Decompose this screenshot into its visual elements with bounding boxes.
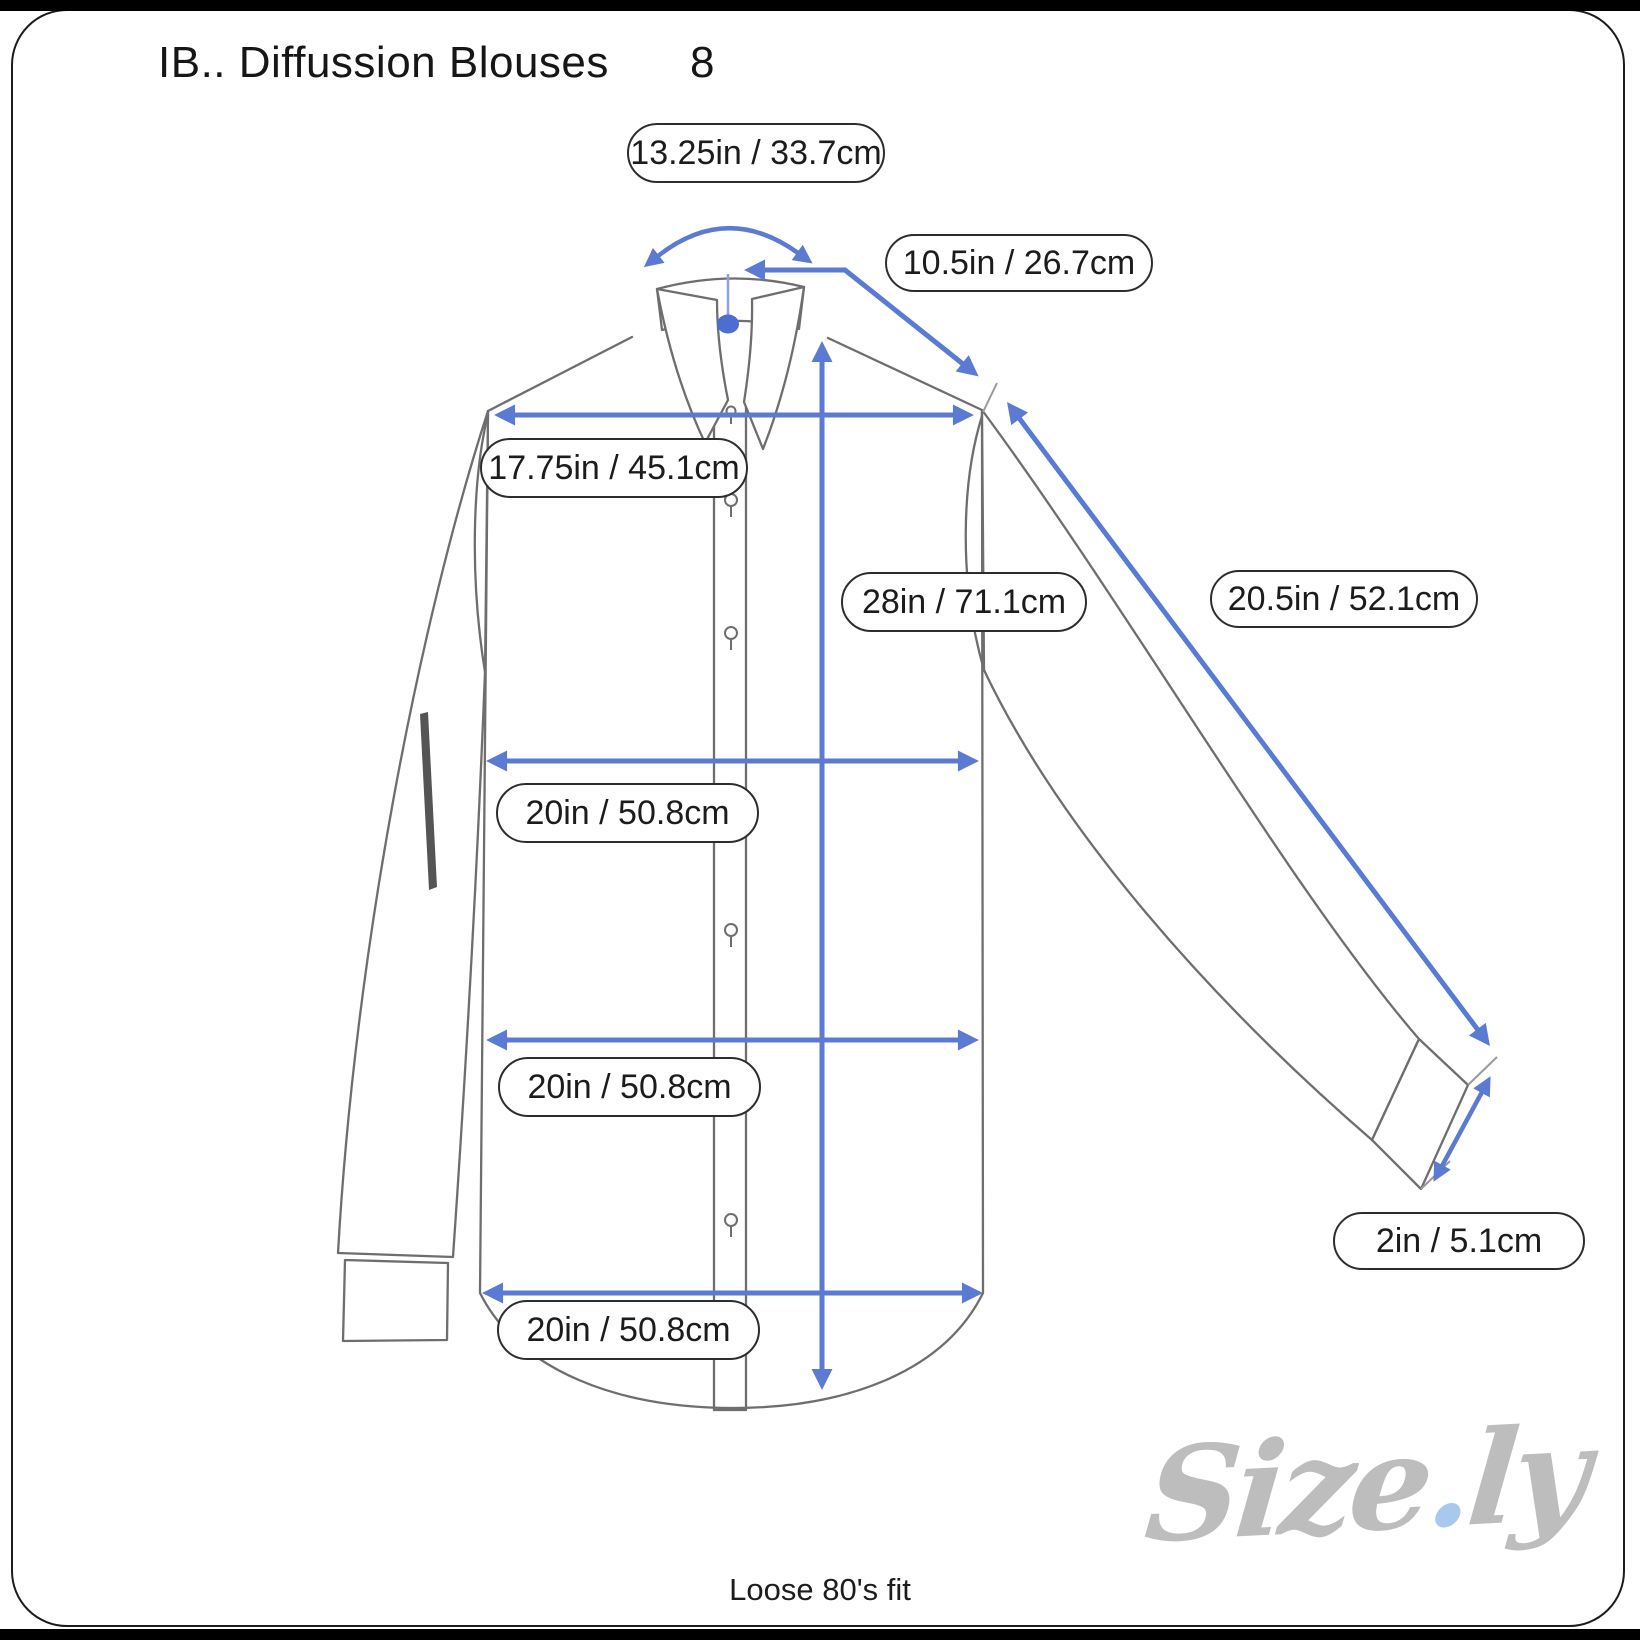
collar-arc-arrow	[643, 226, 813, 268]
measurement-arrows	[482, 226, 1491, 1390]
page-title: IB.. Diffussion Blouses 8	[158, 38, 714, 88]
measurement-label-cuff: 2in / 5.1cm	[1333, 1212, 1585, 1270]
bottom-letterbox-bar	[0, 1629, 1640, 1640]
top-letterbox-bar	[0, 0, 1640, 11]
measurement-label-body-length: 28in / 71.1cm	[841, 572, 1087, 632]
left-sleeve	[336, 409, 490, 1259]
size-number: 8	[690, 38, 715, 87]
fit-note: Loose 80's fit	[729, 1572, 911, 1607]
placket-buttons	[724, 405, 738, 1237]
brand-title: IB.. Diffussion Blouses	[158, 38, 609, 87]
left-cuff	[341, 1258, 450, 1343]
left-armhole-seam	[473, 412, 490, 674]
watermark-suffix: ly	[1461, 1396, 1592, 1556]
sleeve-fold-mark	[420, 712, 437, 890]
measurement-label-chest-width: 20in / 50.8cm	[496, 783, 759, 843]
collar-point-dot	[717, 314, 739, 334]
rounded-border-frame	[11, 9, 1625, 1627]
sizely-watermark: Size.ly	[1140, 1397, 1591, 1573]
measurement-label-waist-width: 20in / 50.8cm	[498, 1057, 761, 1117]
measurement-label-shoulder-to-collar: 10.5in / 26.7cm	[885, 234, 1153, 292]
measurement-label-sleeve-length: 20.5in / 52.1cm	[1210, 570, 1478, 628]
measurement-label-hem-width: 20in / 50.8cm	[497, 1300, 760, 1360]
measurement-label-collar: 13.25in / 33.7cm	[627, 123, 885, 183]
measurement-label-shoulder-width: 17.75in / 45.1cm	[480, 438, 748, 498]
half-shoulder-arrow	[744, 259, 979, 377]
sleeve-length-arrow	[1007, 402, 1490, 1046]
right-armhole-seam	[964, 414, 986, 672]
watermark-main: Size	[1139, 1404, 1435, 1573]
cuff-arrow	[1433, 1076, 1491, 1182]
button-placket	[712, 398, 748, 1412]
